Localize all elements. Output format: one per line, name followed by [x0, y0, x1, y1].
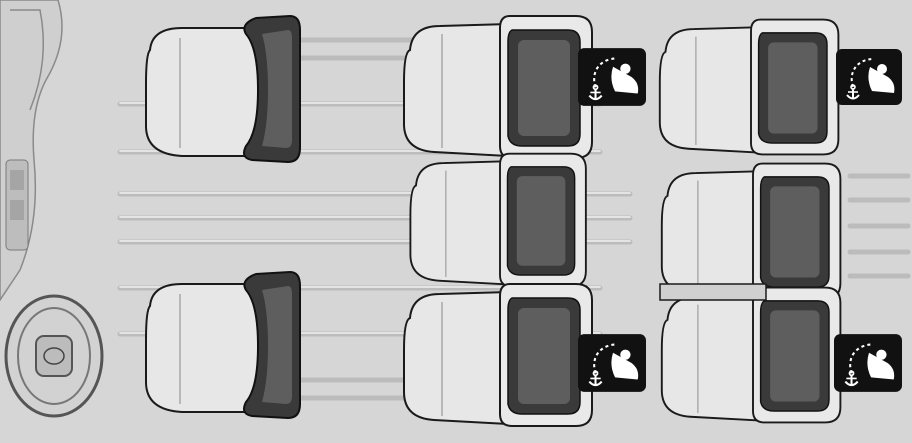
- steering-wheel: [4, 294, 104, 418]
- second-row-left-seat: [403, 15, 593, 159]
- child-seat-tether-anchor-icon: [578, 48, 646, 106]
- third-row-bench-seat: [659, 162, 842, 424]
- front-passenger-seat: [145, 271, 301, 419]
- second-row-right-seat: [403, 283, 593, 427]
- child-seat-tether-anchor-icon: [836, 48, 902, 106]
- dashboard: [0, 0, 63, 302]
- child-seat-tether-anchor-icon: [834, 334, 902, 392]
- driver-seat: [145, 15, 301, 163]
- child-seat-tether-anchor-icon: [578, 334, 646, 392]
- second-row-middle-seat: [409, 152, 587, 288]
- third-row-left-seat: [658, 18, 840, 156]
